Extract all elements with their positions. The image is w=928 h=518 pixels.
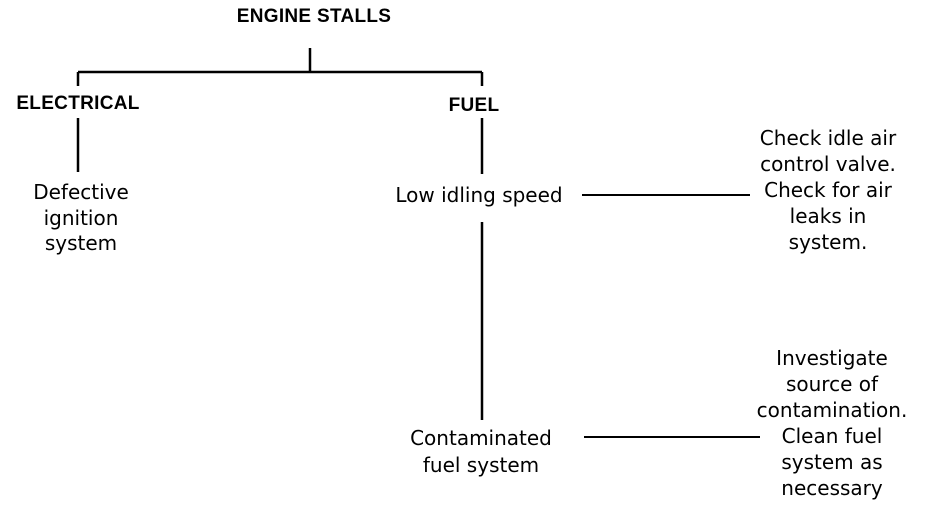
low-idle-remedy-line: control valve. xyxy=(760,152,896,176)
contaminated-cause-node: Contaminated fuel system xyxy=(392,425,570,478)
diagram-title: ENGINE STALLS xyxy=(236,6,392,27)
electrical-cause-line: ignition xyxy=(43,205,119,230)
contaminated-remedy-line: Investigate xyxy=(776,346,888,370)
fuel-branch-label: FUEL xyxy=(448,95,500,116)
electrical-cause-node: Defective ignition system xyxy=(8,180,154,257)
low-idle-cause-node: Low idling speed xyxy=(395,183,563,207)
low-idle-remedy-line: Check for air xyxy=(764,178,892,202)
contaminated-remedy-node: Investigate source of contamination. Cle… xyxy=(744,345,920,501)
contaminated-remedy-line: necessary xyxy=(781,476,883,500)
electrical-branch-label: ELECTRICAL xyxy=(16,93,140,114)
contaminated-remedy-line: system as xyxy=(781,450,883,474)
low-idle-remedy-node: Check idle air control valve. Check for … xyxy=(740,125,916,255)
contaminated-cause-line: Contaminated xyxy=(410,426,552,450)
contaminated-remedy-line: source of xyxy=(785,372,879,396)
low-idle-remedy-line: Check idle air xyxy=(759,126,897,150)
low-idle-remedy-line: leaks in xyxy=(789,204,867,228)
contaminated-remedy-line: contamination. xyxy=(756,398,908,422)
contaminated-cause-line: fuel system xyxy=(422,452,540,477)
electrical-cause-line: Defective xyxy=(33,180,129,204)
low-idle-remedy-line: system. xyxy=(788,230,868,254)
electrical-cause-line: system xyxy=(44,231,118,256)
contaminated-remedy-line: Clean fuel xyxy=(781,424,883,448)
